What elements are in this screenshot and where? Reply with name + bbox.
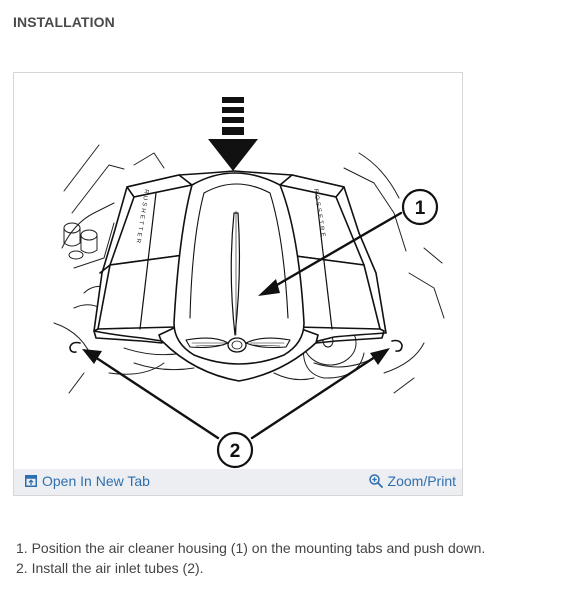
push-down-arrow-icon: [208, 97, 258, 171]
figure-toolbar: Open In New Tab Zoom/Print: [14, 469, 462, 495]
open-in-new-tab-label: Open In New Tab: [42, 473, 150, 489]
instruction-steps: 1. Position the air cleaner housing (1) …: [16, 538, 485, 578]
leader-line-1: [258, 211, 403, 296]
section-title: INSTALLATION: [13, 14, 115, 30]
open-in-new-tab-icon: [25, 475, 37, 487]
mounting-tab-right: [391, 339, 403, 352]
instruction-step: 1. Position the air cleaner housing (1) …: [16, 540, 486, 556]
callout-circle-1: [401, 188, 439, 226]
engine-cover-illustration: RUSHETTER ROSSETRE: [53, 97, 445, 469]
leader-lines-2: [82, 348, 390, 440]
air-cleaner-housing: [93, 170, 387, 382]
figure-panel: RUSHETTER ROSSETRE: [13, 72, 463, 496]
mounting-tab-left: [69, 341, 81, 353]
instruction-step: 2. Install the air inlet tubes (2).: [16, 560, 204, 576]
zoom-print-link[interactable]: Zoom/Print: [368, 473, 456, 489]
callout-circle-2: [216, 431, 254, 469]
open-in-new-tab-link[interactable]: Open In New Tab: [25, 473, 150, 489]
zoom-print-label: Zoom/Print: [387, 473, 456, 489]
callout-label-1: 1: [415, 198, 426, 219]
callout-label-2: 2: [230, 441, 241, 462]
zoom-in-icon: [368, 474, 383, 488]
